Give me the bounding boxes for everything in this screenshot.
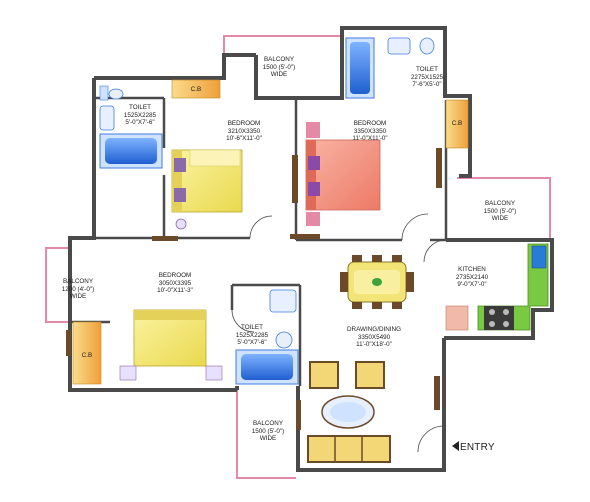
entry-marker: ENTRY <box>452 441 495 453</box>
cupboard-left <box>72 321 102 385</box>
door-bedroom2 <box>401 213 429 241</box>
toilet-mid-fixtures <box>235 289 299 385</box>
railing-left <box>45 247 68 323</box>
label-cb-left: C.B <box>81 352 93 359</box>
kitchen-fixtures <box>445 243 549 331</box>
toilet-top-fixtures <box>345 37 435 99</box>
toilet-left-fixtures <box>99 85 163 169</box>
bed-1 <box>171 149 243 230</box>
railing-top <box>223 35 343 55</box>
cupboards <box>72 79 469 385</box>
doors <box>231 213 447 453</box>
frames <box>66 148 442 430</box>
label-cb-right: C.B <box>451 120 463 127</box>
dining-set <box>340 255 414 309</box>
door-bedroom1 <box>249 215 273 239</box>
door-entry <box>417 425 445 453</box>
entry-label: ENTRY <box>460 442 495 453</box>
railing-bottom <box>236 386 296 479</box>
door-kitchen <box>423 239 447 263</box>
bed-3 <box>119 309 223 381</box>
living-set <box>307 361 391 463</box>
cupboard-top-left <box>171 79 221 99</box>
bed-2 <box>305 122 381 226</box>
door-toilet-mid <box>231 309 255 333</box>
railing-right <box>457 177 551 240</box>
entry-arrow-icon <box>452 441 459 451</box>
cupboard-right <box>445 99 469 149</box>
walls <box>68 26 554 472</box>
label-cb-top-left: C.B <box>190 86 202 93</box>
